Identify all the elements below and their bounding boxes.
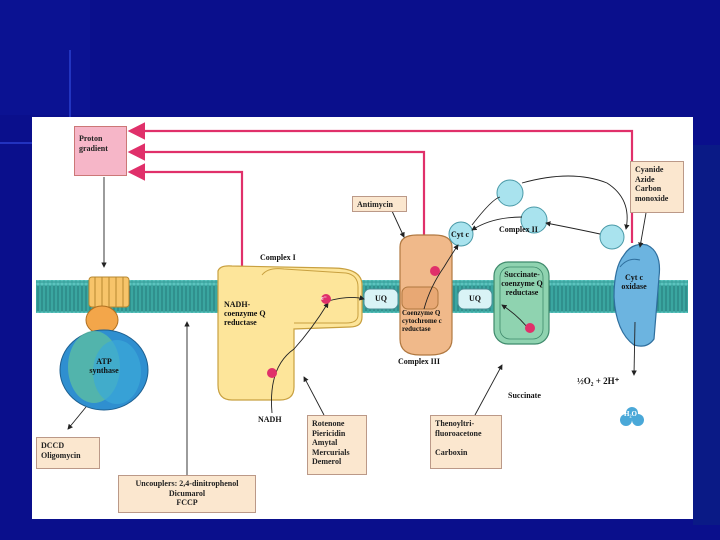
complex-iii-enzyme-label: Coenzyme Q cytochrome c reductase	[402, 309, 442, 333]
electron-transport-diagram	[36, 122, 688, 475]
thenoyltrifluoroacetone-box: Thenoyltri- fluoroacetone Carboxin	[430, 415, 502, 469]
nadh-label: NADH	[258, 415, 282, 424]
proton-gradient-box: Proton gradient	[74, 126, 127, 176]
uncouplers-box: Uncouplers: 2,4-dinitrophenol Dicumarol …	[118, 475, 256, 513]
complex-iv	[613, 243, 661, 347]
electron-label: e⁻	[321, 296, 327, 302]
succinate-label: Succinate	[508, 391, 541, 400]
cytochrome-c-icon	[448, 179, 625, 250]
atp-synthase-label: ATP synthase	[89, 357, 119, 375]
cytochrome-c-label: Cyt c	[451, 230, 469, 239]
oxygen-equation-label: ½O₂ + 2H⁺	[577, 376, 620, 386]
antimycin-box: Antimycin	[352, 196, 407, 212]
complex-ii-enzyme-label: Succinate- coenzyme Q reductase	[501, 270, 543, 297]
diagram-panel: Proton gradient Complex I NADH- coenzyme…	[32, 117, 693, 519]
complex-i-enzyme-label: NADH- coenzyme Q reductase	[224, 300, 266, 327]
cyanide-azide-box: Cyanide Azide Carbon monoxide	[630, 161, 684, 213]
complex-i-label: Complex I	[260, 253, 296, 262]
dccd-oligomycin-box: DCCD Oligomycin	[36, 437, 100, 469]
complex-ii-label: Complex II	[499, 225, 538, 234]
complex-ii	[493, 261, 550, 345]
atp-synthase	[59, 276, 149, 411]
rotenone-box: Rotenone Piericidin Amytal Mercurials De…	[307, 415, 367, 475]
water-molecule-icon	[620, 407, 644, 426]
uq-bubble-2	[457, 288, 493, 310]
complex-iii	[399, 234, 453, 356]
water-label: H₂O	[624, 410, 637, 418]
complex-iv-enzyme-label: Cyt c oxidase	[621, 273, 647, 291]
electron-icon	[267, 266, 535, 378]
uq-label-2: UQ	[469, 294, 481, 303]
complex-i	[217, 265, 363, 401]
complex-iii-label: Complex III	[398, 357, 441, 366]
uq-label-1: UQ	[375, 294, 387, 303]
